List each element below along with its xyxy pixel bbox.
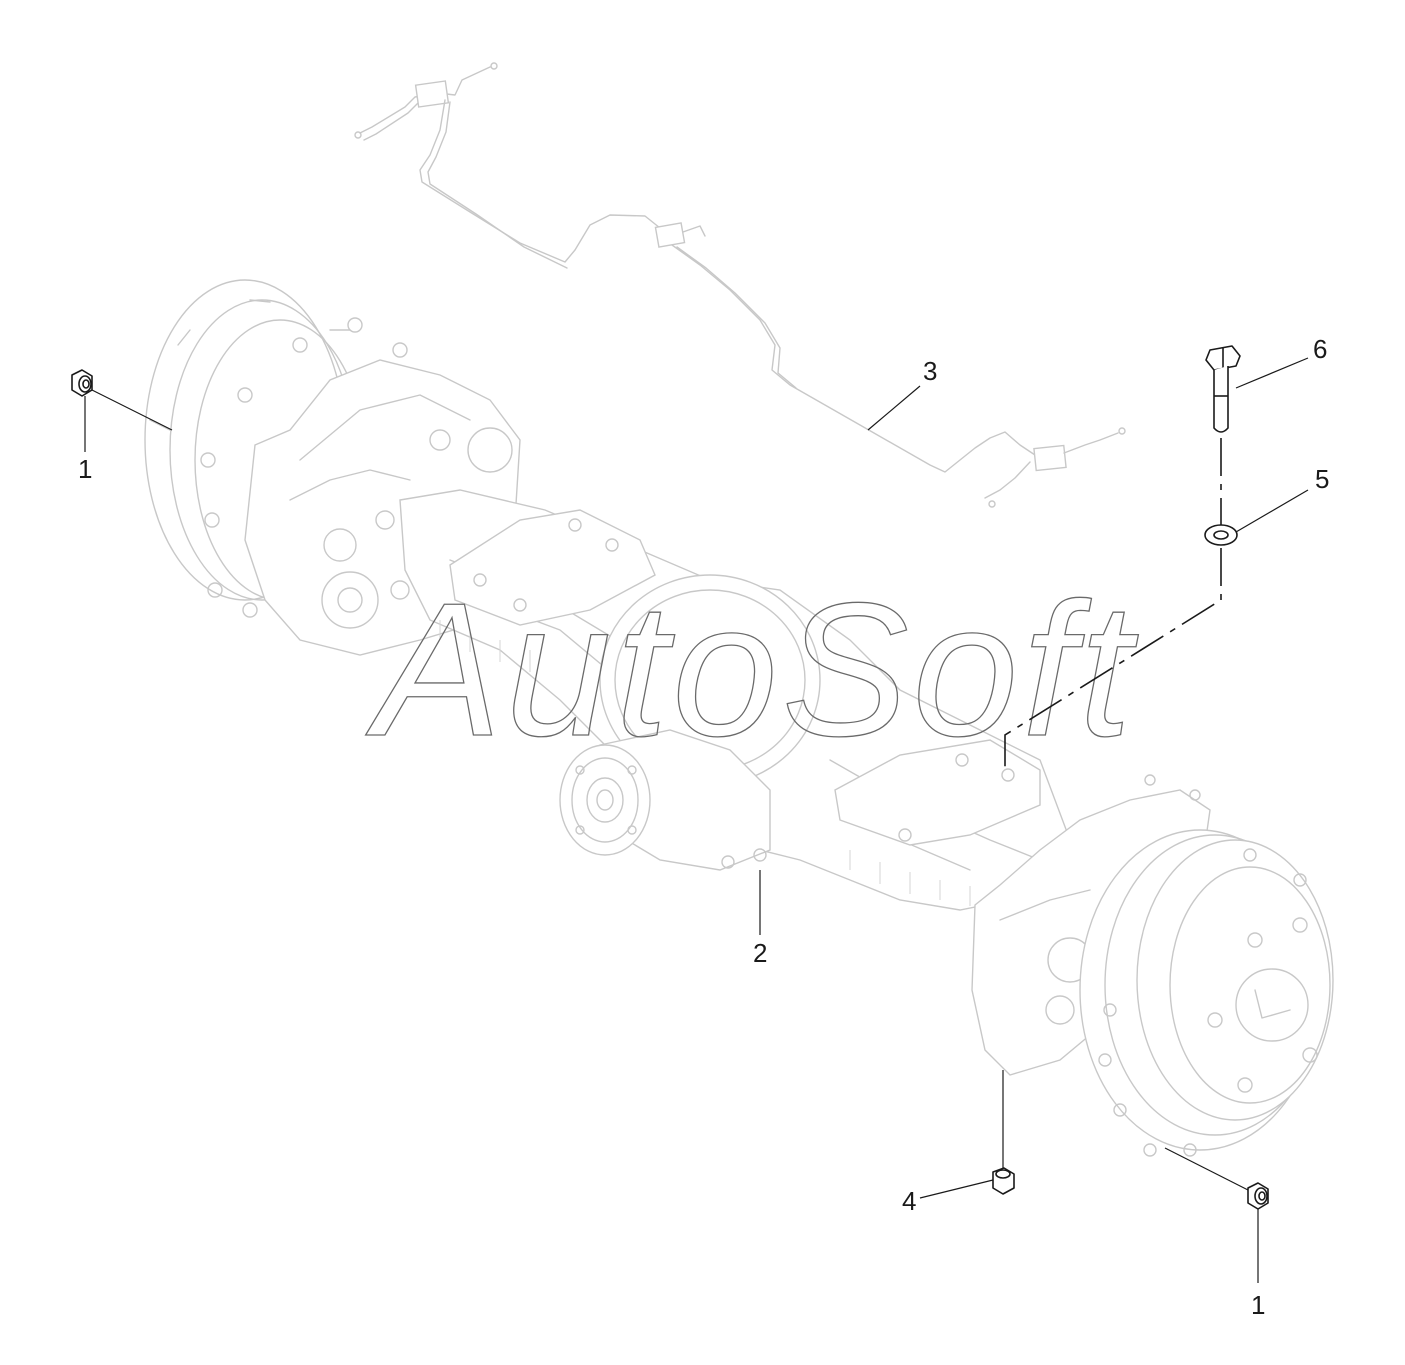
callout-5: 5 (1315, 464, 1329, 494)
callout-2: 2 (753, 938, 767, 968)
leader-lines (84, 357, 1309, 1283)
watermark-text: AutoSoft (365, 564, 1139, 776)
wheel-nut-left-part-1 (71, 369, 93, 397)
washer-part-5 (1204, 524, 1238, 546)
callout-6: 6 (1313, 334, 1327, 364)
callout-4: 4 (902, 1186, 916, 1216)
brake-line-assembly (354, 62, 1126, 508)
bolt-part-6 (1205, 345, 1241, 433)
right-wheel-hub (1079, 829, 1334, 1157)
callout-3: 3 (923, 356, 937, 386)
wheel-nut-right-part-1 (1247, 1182, 1269, 1210)
callout-1-left: 1 (78, 454, 92, 484)
differential-housing (559, 574, 821, 871)
nut-part-4 (992, 1167, 1015, 1195)
bolt-axis-centerline (1004, 438, 1222, 770)
callout-1-right: 1 (1251, 1290, 1265, 1320)
